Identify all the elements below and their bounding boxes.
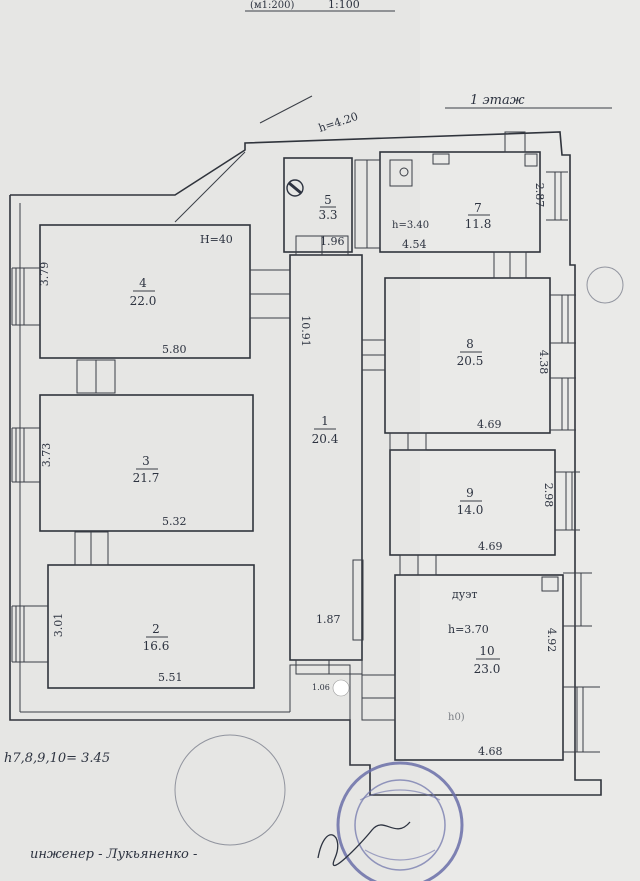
header-scale: 1:100 xyxy=(328,0,360,11)
room9-number: 9 xyxy=(466,486,474,500)
stove-mark xyxy=(288,181,302,195)
room7-dim-right: 2.87 xyxy=(533,183,546,208)
room3-dim-bottom: 5.32 xyxy=(162,515,187,528)
room1-dim-bottom: 1.87 xyxy=(316,613,341,626)
room2-dim-bottom: 5.51 xyxy=(158,671,183,684)
engineer-signature-text: инженер - Лукьяненко - xyxy=(30,847,197,862)
room9-dim-right: 2.98 xyxy=(542,483,555,508)
room8-dim-bottom: 4.69 xyxy=(477,418,502,431)
window-right-8b xyxy=(550,377,576,431)
construction-line xyxy=(174,151,246,223)
footer-note: h7,8,9,10= 3.45 xyxy=(4,751,110,766)
window-right-9 xyxy=(555,471,580,531)
room10-dim-right: 4.92 xyxy=(545,628,558,653)
window-right-7 xyxy=(546,171,568,221)
room9-area: 14.0 xyxy=(457,503,484,517)
room2-number: 2 xyxy=(152,622,160,636)
room9-dim-bottom: 4.69 xyxy=(478,540,503,553)
room-5 xyxy=(283,157,353,253)
room3-dim-left: 3.73 xyxy=(40,443,53,468)
floor-label: 1 этаж xyxy=(470,93,525,108)
window-left-4 xyxy=(11,267,40,326)
room7-number: 7 xyxy=(474,201,482,215)
room-10 xyxy=(394,574,564,761)
paper-light xyxy=(420,0,640,881)
room5-area: 3.3 xyxy=(318,208,337,222)
room10-mark: дуэт xyxy=(452,588,478,601)
room8-number: 8 xyxy=(466,337,474,351)
signature-scribble xyxy=(317,821,411,867)
room4-height: H=40 xyxy=(200,233,233,246)
room8-area: 20.5 xyxy=(457,354,484,368)
room4-area: 22.0 xyxy=(130,294,157,308)
sink-drain xyxy=(399,167,409,177)
header-scale-prefix: (м1:200) xyxy=(250,0,294,11)
room5-dim: 1.96 xyxy=(320,235,345,248)
window-right-10a xyxy=(563,572,592,627)
room2-dim-left: 3.01 xyxy=(52,613,65,638)
room2-area: 16.6 xyxy=(143,639,170,653)
room8-dim-right: 4.38 xyxy=(537,350,550,375)
room10-height: h=3.70 xyxy=(448,623,489,636)
faint-stamp xyxy=(174,734,286,846)
room10-number: 10 xyxy=(479,644,494,658)
room5-number: 5 xyxy=(324,193,332,207)
appliance xyxy=(432,153,450,165)
room10-area: 23.0 xyxy=(474,662,501,676)
entrance-outline xyxy=(289,664,351,765)
faint-mark xyxy=(586,266,624,304)
window-left-3 xyxy=(11,427,40,483)
room7-height: h=3.40 xyxy=(392,220,429,231)
room7-dim-bottom: 4.54 xyxy=(402,238,427,251)
sink xyxy=(389,159,413,187)
room1-number: 1 xyxy=(321,414,329,428)
room1-area: 20.4 xyxy=(312,432,339,446)
room10-dim-bottom: 4.68 xyxy=(478,745,503,758)
window-left-2 xyxy=(11,605,48,663)
room3-area: 21.7 xyxy=(133,471,160,485)
room-9 xyxy=(389,449,556,556)
room4-number: 4 xyxy=(139,276,147,290)
room1-dim-left: 10.91 xyxy=(299,315,312,347)
corridor-door-label: 1.06 xyxy=(312,683,330,692)
room3-number: 3 xyxy=(142,454,150,468)
room-3 xyxy=(39,394,254,532)
stove-symbol xyxy=(286,179,304,197)
window-right-8a xyxy=(550,294,576,344)
appliance xyxy=(524,153,538,167)
white-dot xyxy=(332,679,350,697)
room10-mark2: h0) xyxy=(448,712,465,723)
room4-dim-left: 3.79 xyxy=(38,262,51,287)
room-2 xyxy=(47,564,255,689)
official-seal xyxy=(336,761,464,881)
room4-dim-bottom: 5.80 xyxy=(162,343,187,356)
construction-line xyxy=(259,95,313,124)
window-right-10b xyxy=(563,686,600,753)
windows xyxy=(11,171,600,753)
room7-area: 11.8 xyxy=(465,217,492,231)
appliance xyxy=(541,576,559,592)
doors xyxy=(74,131,527,721)
